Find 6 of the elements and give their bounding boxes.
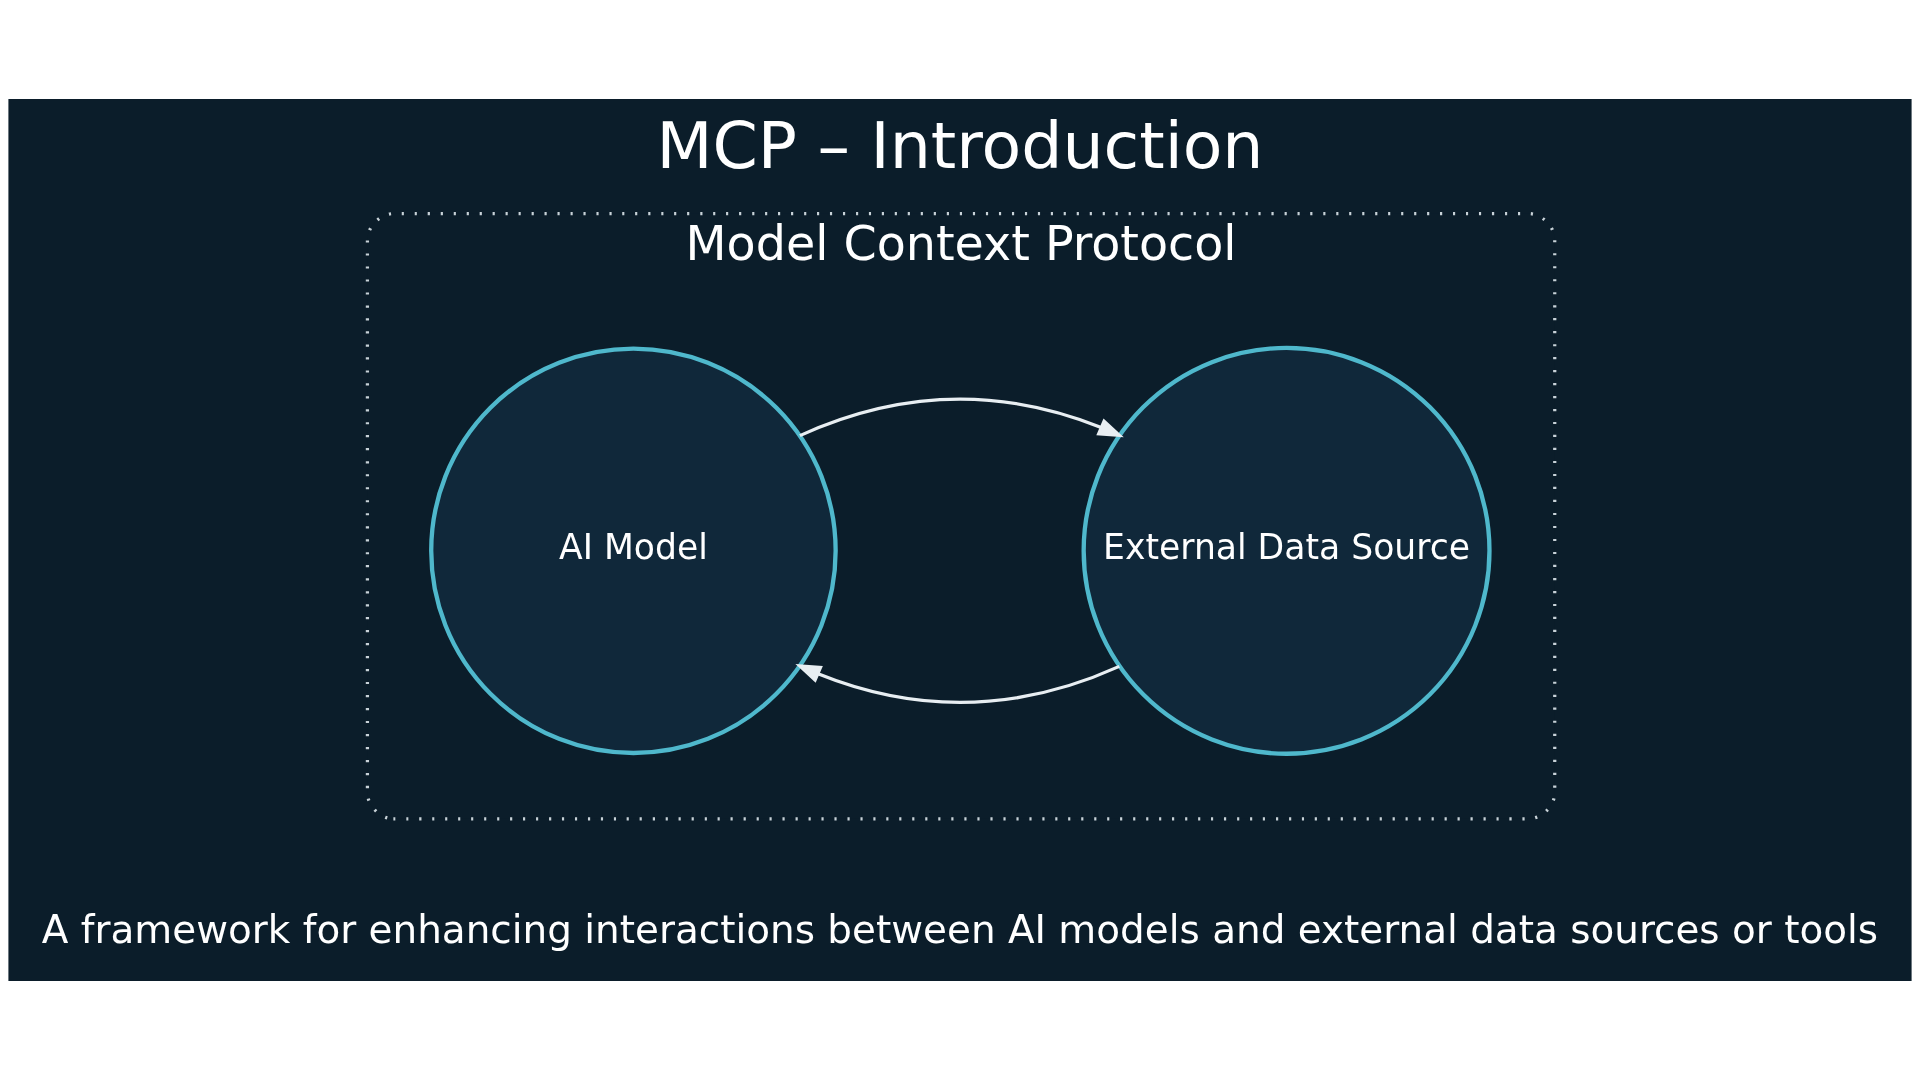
arrow [799, 397, 1124, 438]
arrow [795, 664, 1120, 704]
diagram-title: MCP – Introduction [656, 108, 1264, 184]
caption: A framework for enhancing interactions between AI models and external data sources or tools [41, 906, 1879, 952]
node-circle: AI Model [429, 346, 838, 756]
node-circle: External Data Source [1081, 345, 1492, 756]
